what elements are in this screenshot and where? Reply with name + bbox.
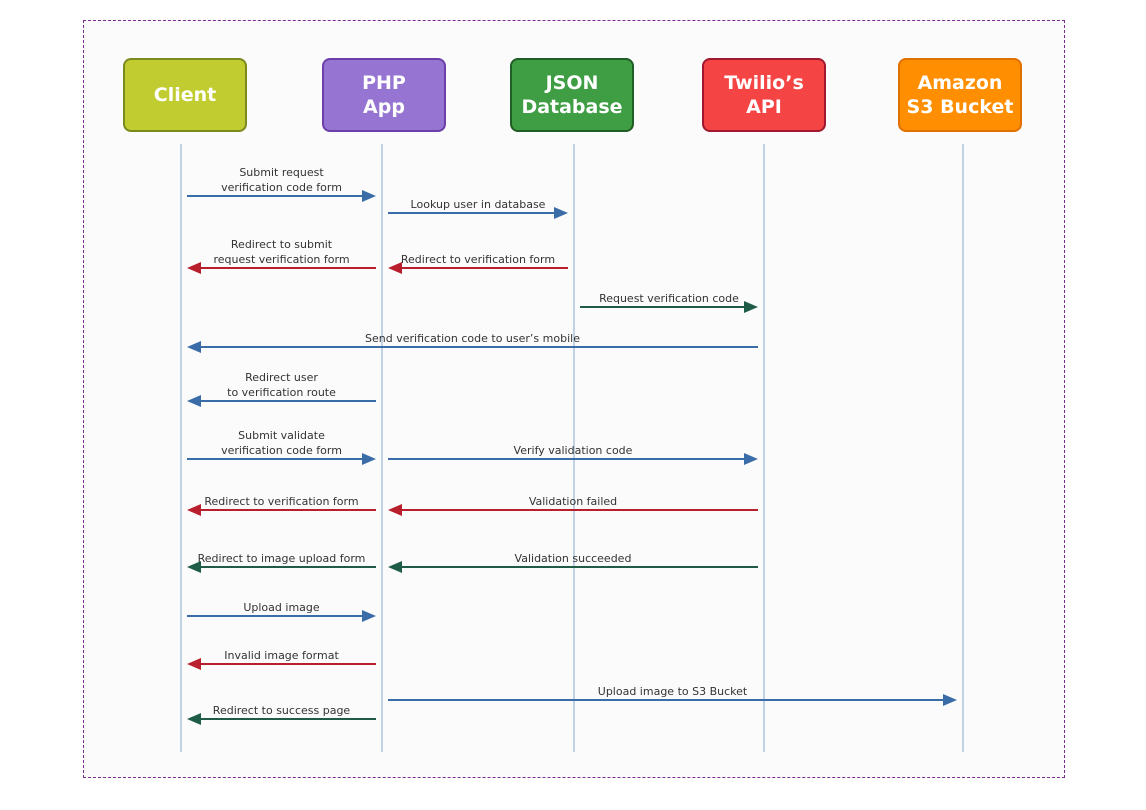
message-15: Invalid image format [187, 649, 376, 670]
arrowhead [187, 395, 201, 407]
arrowhead [388, 561, 402, 573]
arrowhead [362, 453, 376, 465]
arrowhead [187, 341, 201, 353]
message-7: Redirect user to verification route [187, 371, 376, 407]
message-13: Validation succeeded [388, 552, 758, 573]
message-5: Request verification code [580, 292, 758, 313]
arrowhead [744, 453, 758, 465]
arrowhead [187, 504, 201, 516]
message-label: verification code form [221, 444, 342, 457]
arrowhead [362, 190, 376, 202]
message-label: Send verification code to user’s mobile [365, 332, 580, 345]
participant-twilio-api: Twilio’s API [702, 58, 826, 132]
message-label: Redirect user [245, 371, 318, 384]
message-label: Request verification code [599, 292, 739, 305]
arrowhead [744, 301, 758, 313]
participant-json-database: JSON Database [510, 58, 634, 132]
arrowhead [388, 504, 402, 516]
message-1: Submit request verification code form [187, 166, 376, 202]
participant-php-app: PHP App [322, 58, 446, 132]
message-label: Redirect to image upload form [198, 552, 366, 565]
message-6: Send verification code to user’s mobile [187, 332, 758, 353]
message-label: to verification route [227, 386, 336, 399]
participant-client: Client [123, 58, 247, 132]
message-label: Invalid image format [224, 649, 339, 662]
message-8: Submit validate verification code form [187, 429, 376, 465]
message-label: verification code form [221, 181, 342, 194]
message-label: request verification form [213, 253, 349, 266]
arrowhead [187, 713, 201, 725]
message-2: Lookup user in database [388, 198, 568, 219]
message-label: Submit request [239, 166, 324, 179]
arrowhead [187, 561, 201, 573]
message-label: Redirect to success page [213, 704, 351, 717]
message-17: Redirect to success page [187, 704, 376, 725]
message-label: Validation succeeded [515, 552, 632, 565]
arrowhead [388, 262, 402, 274]
arrowhead [943, 694, 957, 706]
message-label: Redirect to verification form [401, 253, 555, 266]
arrowhead [554, 207, 568, 219]
message-label: Redirect to submit [231, 238, 333, 251]
message-label: Lookup user in database [411, 198, 546, 211]
message-label: Upload image [243, 601, 320, 614]
message-10: Redirect to verification form [187, 495, 376, 516]
message-12: Redirect to image upload form [187, 552, 376, 573]
arrowhead [187, 658, 201, 670]
message-14: Upload image [187, 601, 376, 622]
message-label: Upload image to S3 Bucket [598, 685, 748, 698]
message-label: Redirect to verification form [204, 495, 358, 508]
message-4: Redirect to verification form [388, 253, 568, 274]
message-3: Redirect to submit request verification f… [187, 238, 376, 274]
arrowhead [362, 610, 376, 622]
message-label: Validation failed [529, 495, 617, 508]
message-label: Verify validation code [514, 444, 633, 457]
message-9: Verify validation code [388, 444, 758, 465]
message-11: Validation failed [388, 495, 758, 516]
message-16: Upload image to S3 Bucket [388, 685, 957, 706]
message-label: Submit validate [238, 429, 325, 442]
arrowhead [187, 262, 201, 274]
participant-amazon-s3-bucket: Amazon S3 Bucket [898, 58, 1022, 132]
